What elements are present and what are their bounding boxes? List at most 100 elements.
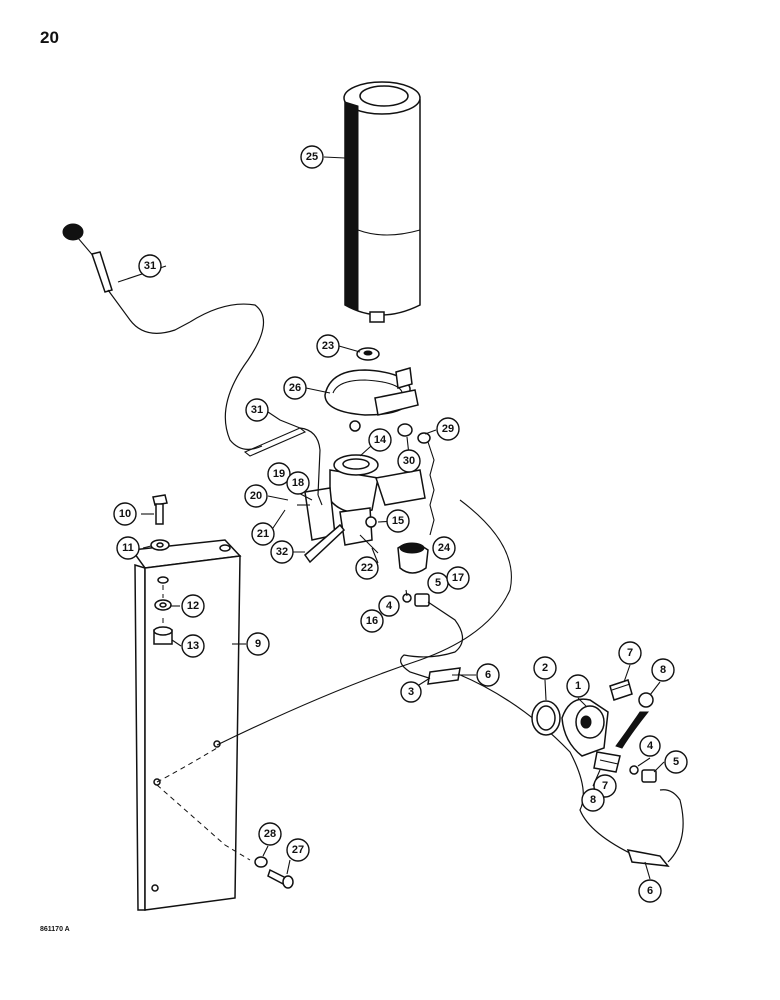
svg-text:15: 15 — [392, 515, 404, 527]
svg-text:3: 3 — [408, 686, 414, 698]
control-cable — [62, 223, 323, 506]
callout-13: 13 — [181, 634, 205, 658]
svg-text:4: 4 — [386, 600, 393, 612]
svg-text:2: 2 — [542, 662, 548, 674]
svg-text:22: 22 — [361, 562, 373, 574]
svg-text:21: 21 — [257, 528, 269, 540]
svg-text:8: 8 — [660, 664, 666, 676]
fitting-7-upper — [609, 679, 633, 701]
callout-23: 23 — [316, 334, 340, 358]
gasket-2 — [531, 700, 561, 736]
svg-text:23: 23 — [322, 340, 334, 352]
callout-30: 30 — [397, 449, 421, 473]
callout-27: 27 — [286, 838, 310, 862]
svg-text:20: 20 — [250, 490, 262, 502]
fitting-5-right — [641, 769, 657, 783]
callout-7-upper: 7 — [618, 641, 642, 665]
callout-29: 29 — [436, 417, 460, 441]
callout-14: 14 — [368, 428, 392, 452]
callout-4-upper: 4 — [378, 595, 400, 617]
callout-15: 15 — [386, 509, 410, 533]
fitting-4-5 — [402, 593, 430, 607]
bolt-10 — [152, 494, 168, 525]
svg-text:31: 31 — [144, 260, 156, 272]
svg-text:32: 32 — [276, 546, 288, 558]
svg-text:19: 19 — [273, 468, 285, 480]
callout-17: 17 — [446, 566, 470, 590]
fitting-7-lower — [593, 751, 621, 773]
callout-20: 20 — [244, 484, 268, 508]
callout-6-upper: 6 — [476, 663, 500, 687]
svg-text:18: 18 — [292, 477, 304, 489]
callout-31-top: 31 — [138, 254, 162, 278]
nut-13 — [153, 626, 173, 645]
washer-28 — [254, 856, 268, 868]
callout-19: 19 — [267, 462, 291, 486]
nut-23 — [356, 347, 380, 361]
svg-text:1: 1 — [575, 680, 581, 692]
fitting-4-right — [629, 765, 639, 775]
washer-11 — [150, 539, 170, 551]
svg-text:5: 5 — [673, 756, 679, 768]
arrow-callout — [615, 711, 650, 749]
svg-text:6: 6 — [485, 669, 491, 681]
callout-12: 12 — [181, 594, 205, 618]
callout-9: 9 — [246, 632, 270, 656]
callout-25: 25 — [300, 145, 324, 169]
figure-code: 861170 A — [40, 926, 70, 933]
washer-12 — [154, 599, 172, 611]
callout-8-upper: 8 — [651, 658, 675, 682]
callout-6-lower: 6 — [638, 879, 662, 903]
svg-text:7: 7 — [627, 647, 633, 659]
svg-text:4: 4 — [647, 740, 654, 752]
svg-text:31: 31 — [251, 404, 263, 416]
svg-text:26: 26 — [289, 382, 301, 394]
cap-1 — [561, 698, 609, 757]
callout-5-lower: 5 — [664, 750, 688, 774]
filter-head — [304, 454, 426, 554]
leader-lines — [117, 156, 665, 880]
svg-text:25: 25 — [306, 151, 318, 163]
drain-cap — [397, 542, 429, 574]
fuel-line — [400, 601, 684, 867]
callout-32: 32 — [270, 540, 294, 564]
svg-text:28: 28 — [264, 828, 276, 840]
svg-text:27: 27 — [292, 844, 304, 856]
callout-24: 24 — [432, 536, 456, 560]
callout-21: 21 — [251, 522, 275, 546]
svg-text:16: 16 — [366, 615, 378, 627]
filter-canister — [343, 81, 421, 323]
callout-26: 26 — [283, 376, 307, 400]
svg-text:29: 29 — [442, 423, 454, 435]
svg-text:8: 8 — [590, 794, 596, 806]
alignment-lines — [156, 499, 512, 861]
callout-10: 10 — [113, 502, 137, 526]
svg-text:7: 7 — [602, 780, 608, 792]
callout-5-upper: 5 — [427, 572, 449, 594]
svg-text:17: 17 — [452, 572, 464, 584]
fitting-8-upper — [638, 692, 654, 708]
callout-2: 2 — [533, 656, 557, 680]
callout-31-mid: 31 — [245, 398, 269, 422]
svg-text:5: 5 — [435, 577, 441, 589]
clamp-band — [324, 367, 419, 432]
callout-18: 18 — [286, 471, 310, 495]
callout-11: 11 — [116, 536, 140, 560]
bolt-27 — [267, 868, 294, 889]
callout-16: 16 — [360, 609, 384, 633]
svg-text:14: 14 — [374, 434, 387, 446]
svg-text:30: 30 — [403, 455, 415, 467]
callout-28: 28 — [258, 822, 282, 846]
lever — [303, 523, 346, 564]
svg-text:11: 11 — [122, 542, 134, 554]
svg-text:12: 12 — [187, 600, 199, 612]
page-number: 20 — [40, 28, 59, 47]
svg-text:10: 10 — [119, 508, 131, 520]
mounting-bracket — [130, 539, 242, 911]
callout-8-lower: 8 — [581, 788, 605, 812]
callout-4-lower: 4 — [639, 735, 661, 757]
callout-3: 3 — [400, 681, 422, 703]
nuts-29-30 — [397, 423, 435, 536]
callout-22: 22 — [355, 556, 379, 580]
